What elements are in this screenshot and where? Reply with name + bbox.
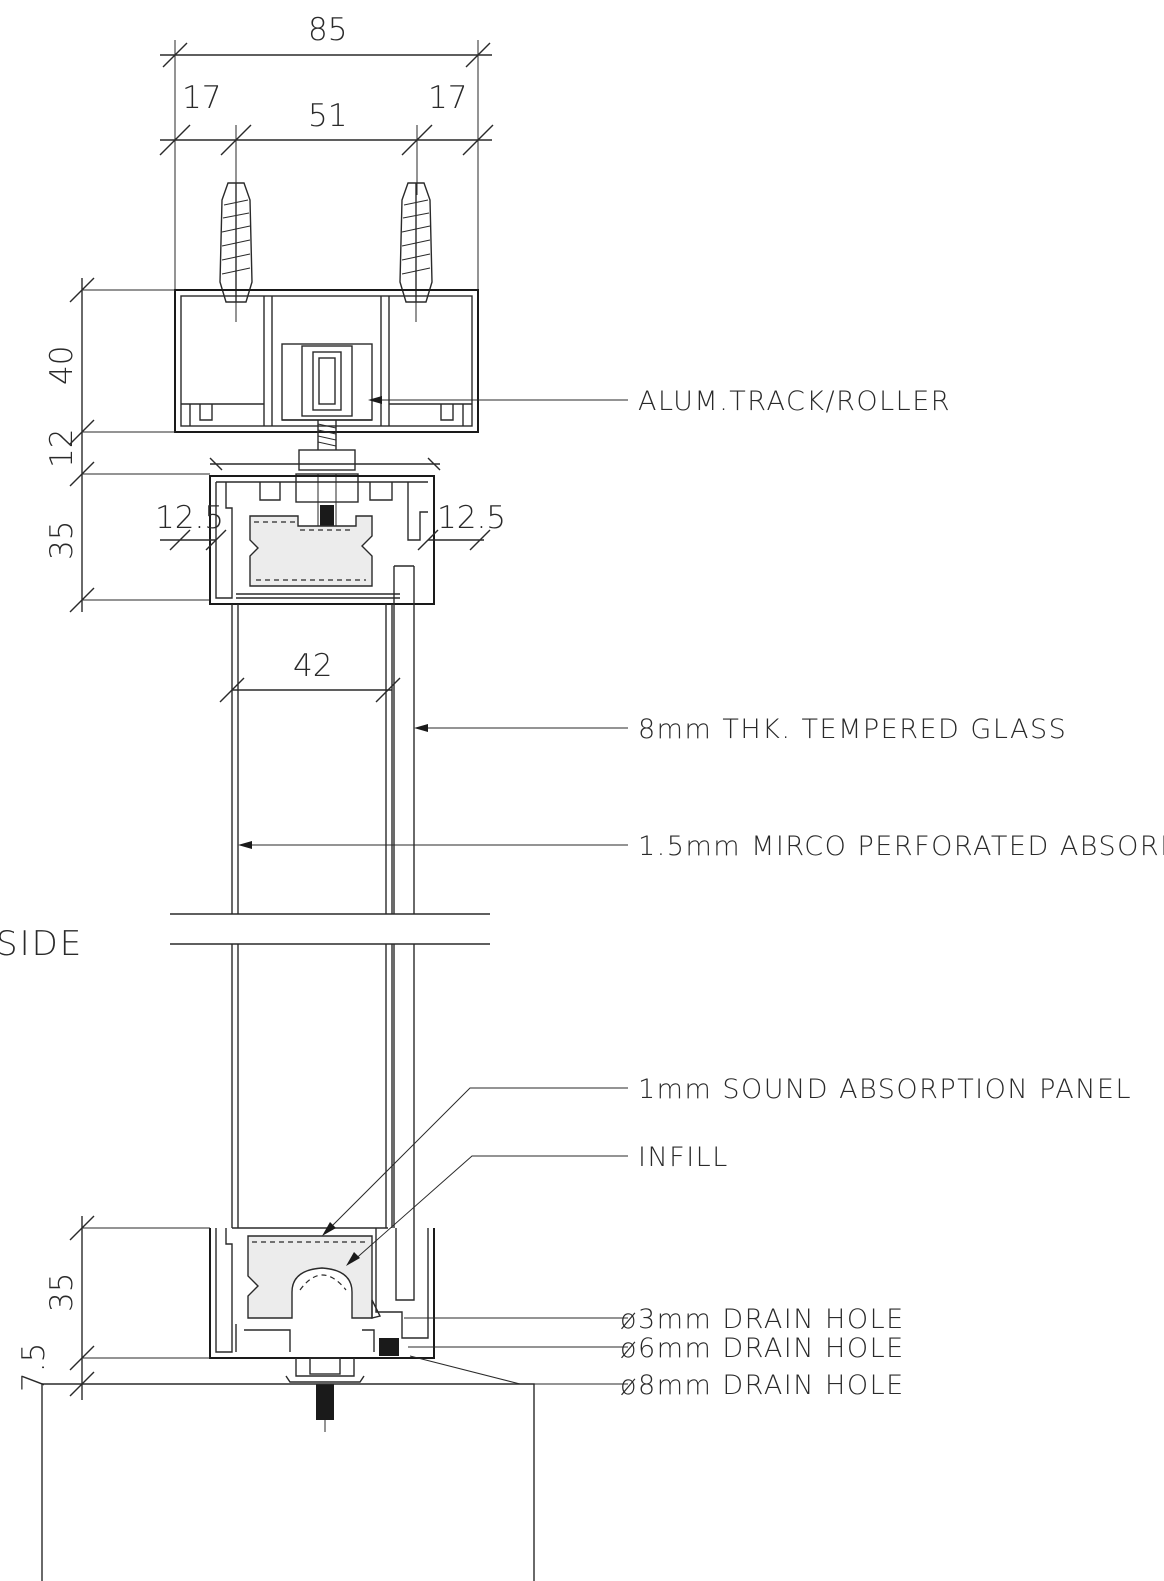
label-drain-hole-3mm: ø3mm DRAIN HOLE [620,1304,905,1335]
dim-center-width: 51 [308,98,347,134]
label-infill: INFILL [638,1142,729,1173]
dim-overall-width: 85 [308,12,347,48]
label-drain-hole-6mm: ø6mm DRAIN HOLE [620,1333,905,1364]
dim-track-height: 40 [44,346,80,385]
dim-right-offset: 17 [428,80,467,116]
top-dimension-lines [159,40,494,290]
top-frame [209,457,441,605]
label-drain-hole-8mm: ø8mm DRAIN HOLE [620,1370,905,1401]
anchor-bolt-left [219,182,253,322]
dim-left-offset: 17 [182,80,221,116]
side-label: SIDE [0,924,83,964]
dim-gap-height: 12 [44,429,80,468]
break-line [170,913,490,945]
label-tempered-glass: 8mm THK. TEMPERED GLASS [638,714,1067,745]
base-block [41,1383,535,1581]
dim-left-margin: 12.5 [155,500,224,536]
aluminium-track [174,289,479,433]
label-sound-absorption-panel: 1mm SOUND ABSORPTION PANEL [638,1074,1132,1105]
top-left-vertical-dims [69,277,210,613]
bottom-left-vertical-dims [69,1215,210,1400]
anchor-bolt-right [399,182,433,322]
dim-right-margin: 12.5 [437,500,506,536]
dim-top-frame-height: 35 [44,521,80,560]
cavity-dimension [219,677,401,703]
dim-cavity-width: 42 [293,648,332,684]
bottom-frame [209,1227,435,1359]
bottom-fixing [285,1357,365,1432]
label-perforated-absorber: 1.5mm MIRCO PERFORATED ABSORBER [638,831,1164,862]
dim-bottom-frame-height: 35 [44,1273,80,1312]
label-track-roller: ALUM.TRACK/ROLLER [638,386,951,417]
top-margin-dims [160,529,491,551]
callout-leaders [238,396,628,1385]
